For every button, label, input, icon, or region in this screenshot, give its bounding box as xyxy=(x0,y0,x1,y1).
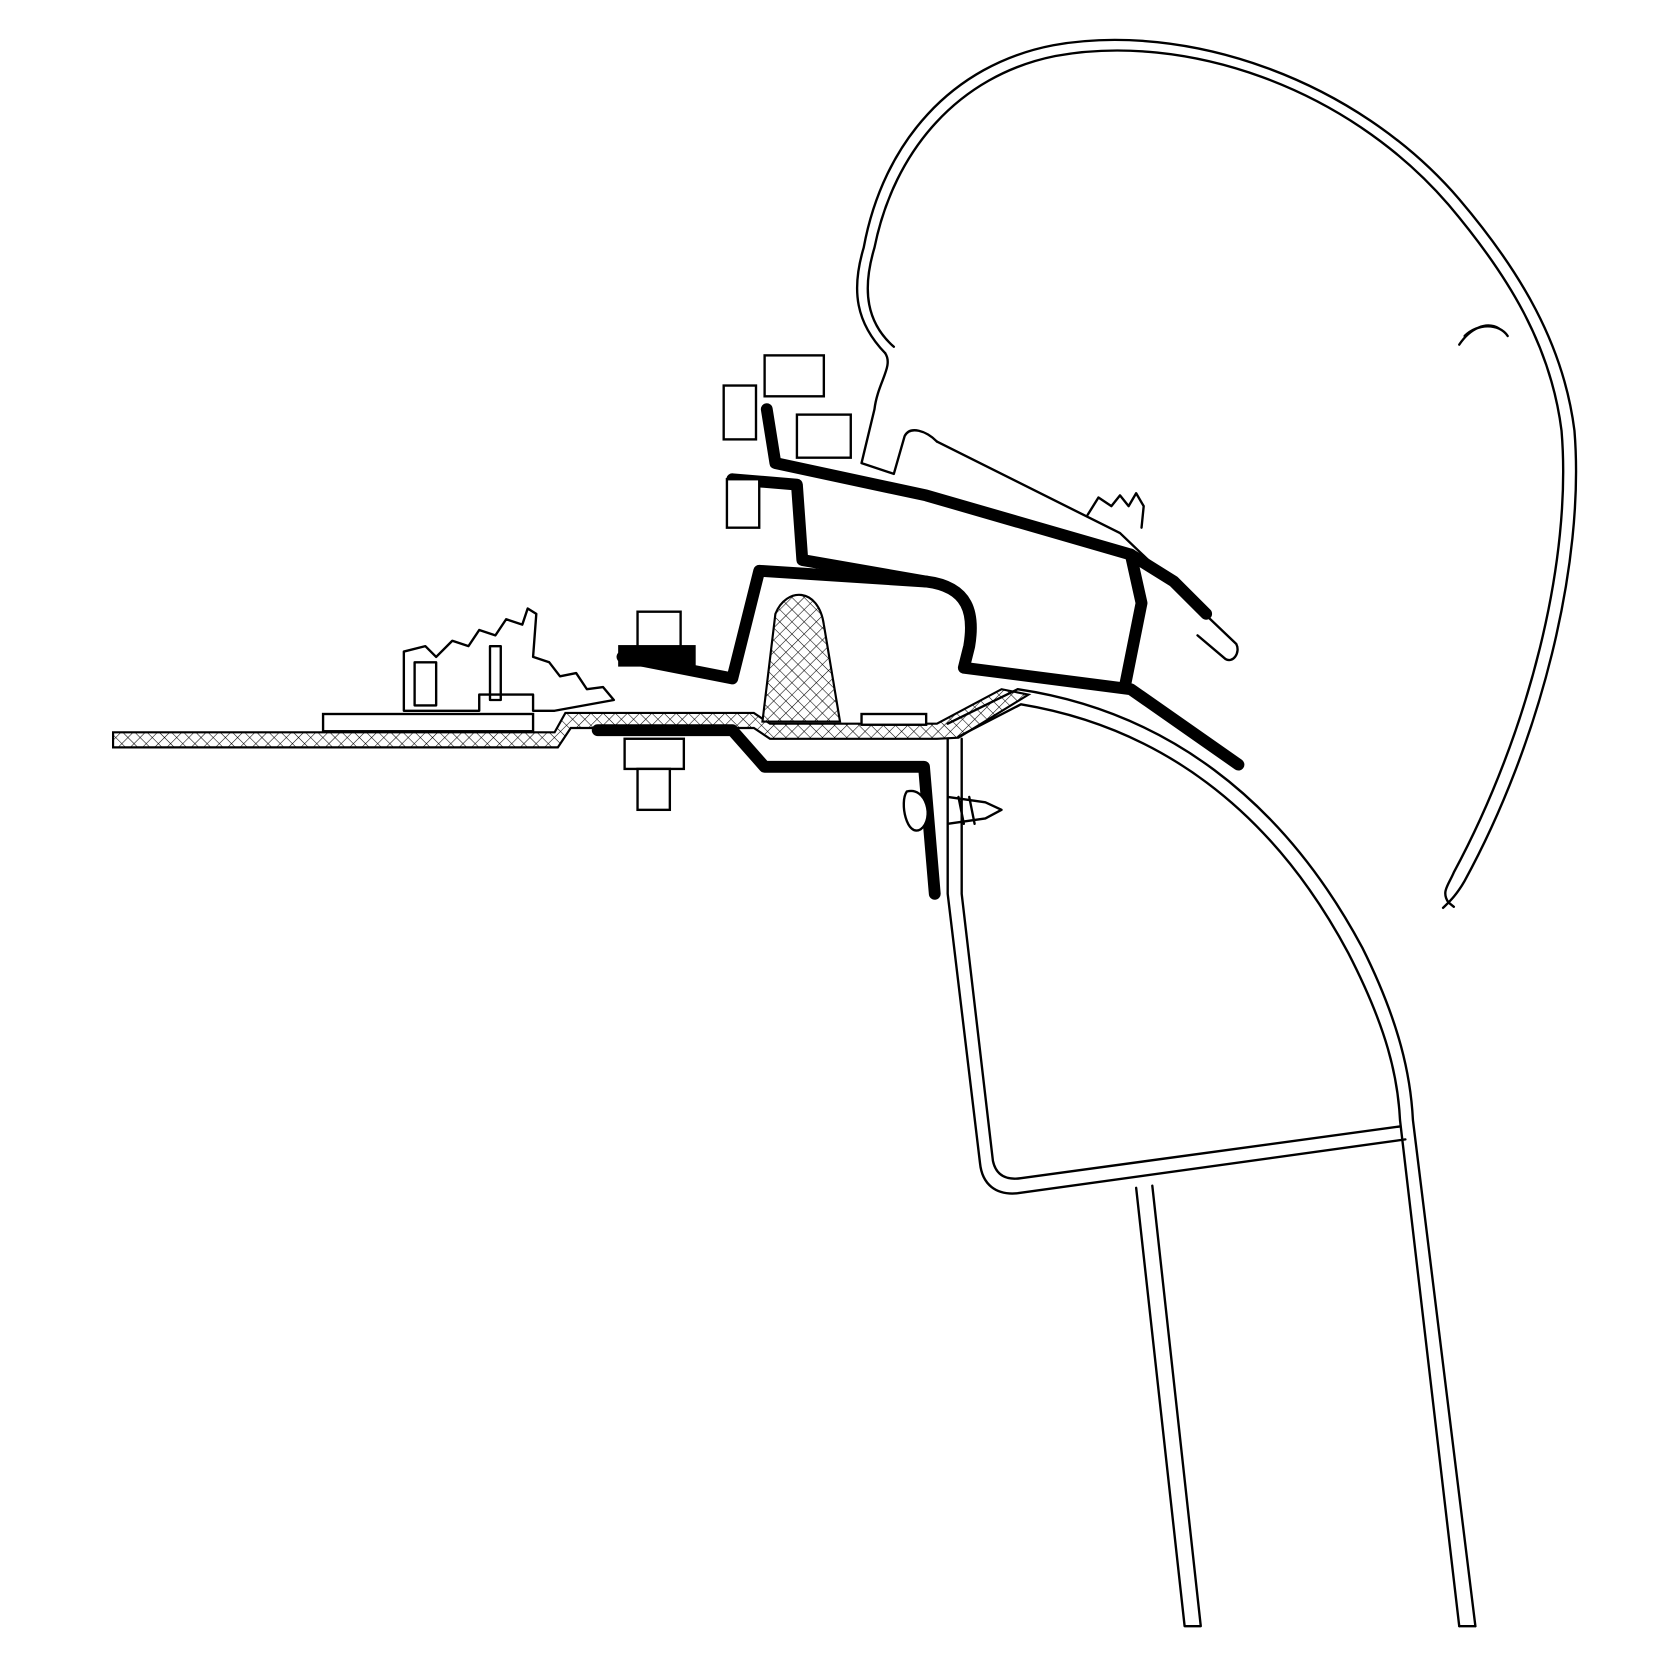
bolt-roof xyxy=(618,610,696,812)
mounting-pad xyxy=(321,712,535,733)
screw xyxy=(902,789,1003,832)
roof-rail-profile xyxy=(402,607,616,712)
awning-adapter-profile xyxy=(591,403,1245,900)
awning-case xyxy=(855,38,1578,910)
roof-panel xyxy=(112,688,1032,749)
bolt-middle xyxy=(725,478,761,529)
spacer xyxy=(860,712,928,726)
vehicle-body-wall xyxy=(946,688,1477,1628)
seal-strip xyxy=(761,593,842,723)
bolt-top xyxy=(722,354,852,459)
